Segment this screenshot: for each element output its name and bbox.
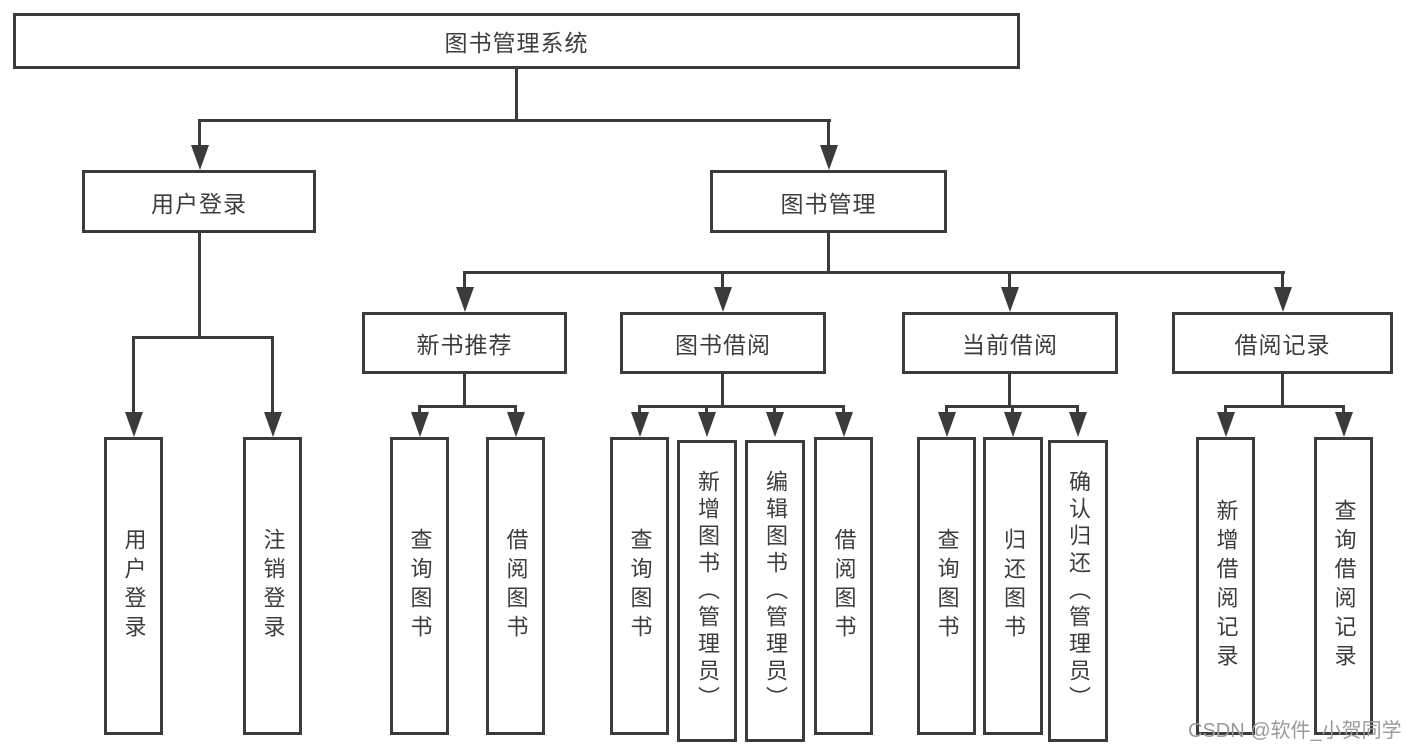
leaf-box-borrow-edit-admin: 编辑图书（管理员） bbox=[745, 440, 805, 742]
leaf-box-logout: 注销登录 bbox=[243, 437, 302, 735]
arrow-borrow-leaf-2 bbox=[773, 405, 776, 412]
connector-borrow-stem bbox=[721, 374, 724, 408]
leaf-box-borrow-borrow: 借阅图书 bbox=[814, 437, 873, 735]
arrow-to-current bbox=[1008, 271, 1011, 287]
arrow-new-book-leaf-1 bbox=[514, 405, 517, 412]
connector-new-book-stem bbox=[463, 374, 466, 408]
leaf-box-user-login: 用户登录 bbox=[104, 437, 163, 735]
root-box-library-system: 图书管理系统 bbox=[13, 13, 1020, 69]
connector-borrow-hbar bbox=[638, 405, 845, 408]
group-box-new-book: 新书推荐 bbox=[362, 312, 567, 374]
leaf-box-borrow-query: 查询图书 bbox=[610, 437, 669, 735]
arrow-new-book-leaf-0 bbox=[418, 405, 421, 412]
connector-user-login-stem bbox=[198, 233, 201, 339]
arrow-current-leaf-1 bbox=[1011, 405, 1014, 412]
connector-book-mgmt-stem bbox=[827, 233, 830, 274]
leaf-box-new-book-query: 查询图书 bbox=[390, 437, 449, 735]
connector-new-book-hbar bbox=[418, 405, 517, 408]
connector-root-stem bbox=[515, 69, 518, 122]
arrow-current-leaf-2 bbox=[1076, 405, 1079, 412]
connector-records-stem bbox=[1281, 374, 1284, 408]
csdn-watermark: CSDN @软件_小贺同学 bbox=[1188, 720, 1402, 742]
arrow-to-logout-leaf bbox=[271, 336, 274, 412]
group-box-records: 借阅记录 bbox=[1172, 312, 1393, 374]
leaf-box-current-confirm-admin: 确认归还（管理员） bbox=[1048, 440, 1108, 742]
arrow-to-book-mgmt bbox=[827, 119, 830, 145]
arrow-borrow-leaf-3 bbox=[842, 405, 845, 412]
arrow-to-login-leaf bbox=[132, 336, 135, 412]
branch-box-user-login: 用户登录 bbox=[82, 170, 316, 233]
leaf-box-current-query: 查询图书 bbox=[917, 437, 976, 735]
connector-records-hbar bbox=[1224, 405, 1345, 408]
leaf-box-borrow-add-admin: 新增图书（管理员） bbox=[677, 440, 737, 742]
branch-box-book-mgmt: 图书管理 bbox=[710, 170, 947, 233]
leaf-box-new-book-borrow: 借阅图书 bbox=[486, 437, 545, 735]
connector-root-hbar bbox=[198, 119, 831, 122]
arrow-records-leaf-0 bbox=[1224, 405, 1227, 412]
group-box-borrow: 图书借阅 bbox=[620, 312, 826, 374]
connector-current-stem bbox=[1008, 374, 1011, 408]
group-box-current: 当前借阅 bbox=[902, 312, 1118, 374]
leaf-box-records-query: 查询借阅记录 bbox=[1314, 437, 1373, 735]
arrow-to-new-book bbox=[463, 271, 466, 287]
arrow-current-leaf-0 bbox=[945, 405, 948, 412]
arrow-to-records bbox=[1281, 271, 1284, 287]
connector-user-login-hbar bbox=[132, 336, 274, 339]
leaf-box-records-add: 新增借阅记录 bbox=[1196, 437, 1255, 735]
arrow-to-user-login bbox=[198, 119, 201, 145]
arrow-records-leaf-1 bbox=[1342, 405, 1345, 412]
arrow-borrow-leaf-1 bbox=[705, 405, 708, 412]
arrow-to-borrow bbox=[721, 271, 724, 287]
leaf-box-current-return: 归还图书 bbox=[983, 437, 1043, 735]
connector-book-mgmt-hbar bbox=[463, 271, 1285, 274]
arrow-borrow-leaf-0 bbox=[638, 405, 641, 412]
